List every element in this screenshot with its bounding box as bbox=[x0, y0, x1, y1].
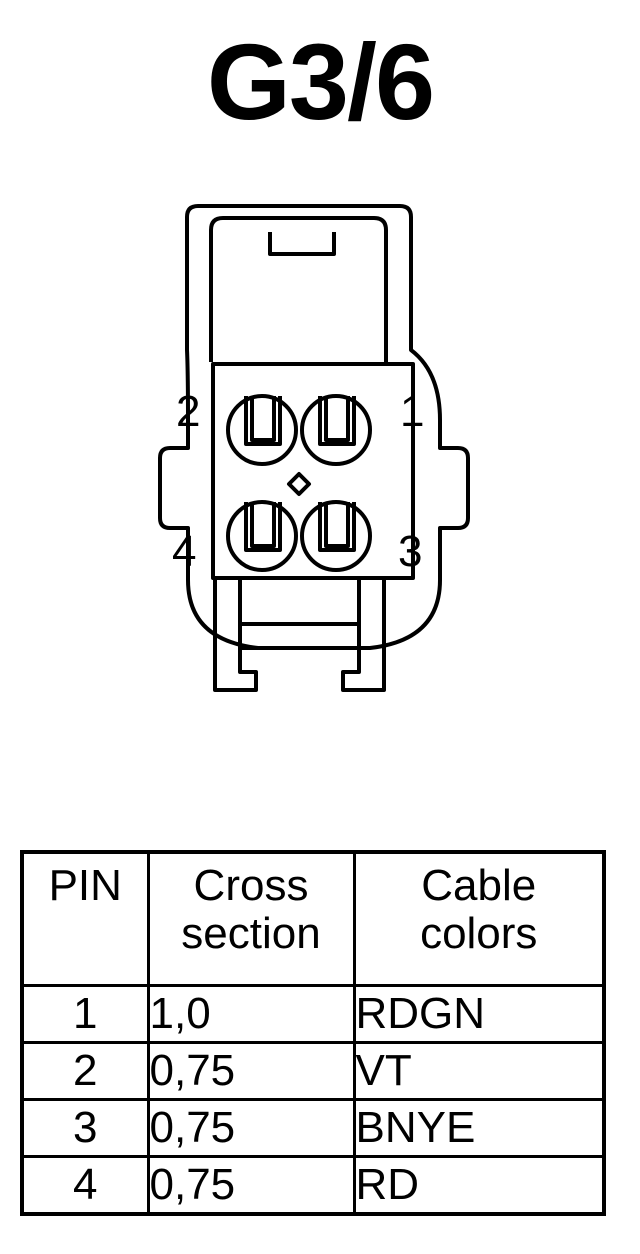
pin-cavity-block bbox=[211, 362, 415, 580]
connector-diagram: 2 1 4 3 bbox=[158, 204, 470, 692]
cell-pin: 4 bbox=[20, 1155, 150, 1216]
table-row: 1 1,0 RDGN bbox=[20, 984, 606, 1044]
cell-cable-color: RD bbox=[352, 1155, 606, 1216]
header-pin-text: PIN bbox=[48, 861, 122, 910]
pin-label-1: 1 bbox=[400, 387, 424, 436]
pin-label-4: 4 bbox=[172, 527, 196, 576]
cell-pin: 1 bbox=[20, 984, 150, 1044]
table-row: 3 0,75 BNYE bbox=[20, 1098, 606, 1158]
header-cross-line1: Cross bbox=[193, 861, 309, 910]
header-pin: PIN bbox=[20, 850, 150, 987]
header-color-line1: Cable bbox=[421, 861, 537, 910]
cell-cable-color: RDGN bbox=[352, 984, 606, 1044]
cell-cable-color: VT bbox=[352, 1041, 606, 1101]
pin-terminal-4 bbox=[226, 500, 298, 572]
table-row: 2 0,75 VT bbox=[20, 1041, 606, 1101]
pin-label-2: 2 bbox=[176, 387, 200, 436]
cell-pin: 2 bbox=[20, 1041, 150, 1101]
locking-rails bbox=[213, 578, 386, 692]
center-key-diamond bbox=[287, 472, 311, 496]
header-color-line2: colors bbox=[420, 909, 538, 959]
pin-terminal-3 bbox=[300, 500, 372, 572]
latch-tab bbox=[268, 232, 336, 256]
cell-cross-section: 1,0 bbox=[146, 984, 356, 1044]
pin-terminal-1 bbox=[300, 394, 372, 466]
connector-housing bbox=[158, 204, 470, 650]
cell-cross-section: 0,75 bbox=[146, 1098, 356, 1158]
cell-cross-section: 0,75 bbox=[146, 1155, 356, 1216]
cell-cable-color: BNYE bbox=[352, 1098, 606, 1158]
latch-frame bbox=[209, 216, 388, 362]
cell-pin: 3 bbox=[20, 1098, 150, 1158]
cell-cross-section: 0,75 bbox=[146, 1041, 356, 1101]
pin-label-3: 3 bbox=[398, 527, 422, 576]
header-cross-line2: section bbox=[181, 909, 321, 959]
pin-terminal-2 bbox=[226, 394, 298, 466]
connector-title: G3/6 bbox=[206, 21, 435, 142]
table-row: 4 0,75 RD bbox=[20, 1155, 606, 1216]
